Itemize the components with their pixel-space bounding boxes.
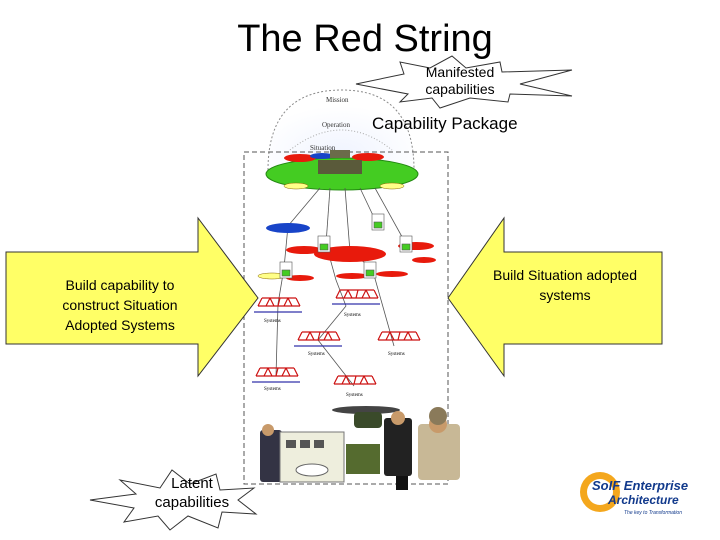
logo-line1: SoIF Enterprise	[592, 478, 688, 493]
dome-label-situation: Situation	[310, 144, 336, 152]
node-red-7	[412, 257, 436, 263]
page-title: The Red String	[237, 18, 493, 60]
system-label-4: Systems	[388, 352, 405, 357]
dome-label-operation: Operation	[322, 121, 350, 129]
manifested-starburst	[355, 55, 573, 109]
node-red-6	[376, 271, 408, 277]
logo-tagline: The key to Transformation	[624, 510, 682, 516]
platform-blue-disc	[310, 153, 334, 159]
soif-logo: SoIF Enterprise Architecture The key to …	[580, 472, 688, 516]
node-red-3	[286, 246, 322, 254]
system-truss-6	[333, 375, 377, 385]
platform-vehicles	[318, 160, 362, 174]
latent-capabilities-label: Latent capabilities	[154, 475, 230, 511]
system-label-6: Systems	[346, 393, 363, 398]
right-arrow-text: Build Situation adopted systems	[493, 267, 637, 303]
system-truss-5	[252, 367, 300, 383]
system-truss-4	[377, 331, 421, 341]
capability-package-box	[243, 151, 449, 485]
system-truss-1	[254, 297, 302, 313]
latent-starburst	[89, 469, 258, 531]
system-truss-2	[332, 289, 380, 305]
system-truss-3	[294, 331, 342, 347]
capability-dome	[267, 89, 415, 171]
platform-vehicle-2	[330, 150, 350, 158]
node-blue-1	[266, 223, 310, 233]
platform-red-disc-left	[284, 154, 316, 162]
system-label-2: Systems	[344, 313, 361, 318]
indicator-icons	[279, 213, 413, 279]
node-red-4	[286, 275, 314, 281]
dome-label-mission: Mission	[326, 96, 349, 104]
system-label-1: Systems	[264, 319, 281, 324]
manifested-capabilities-label: Manifested capabilities	[425, 64, 495, 97]
platform-disc-small-left	[283, 182, 309, 190]
logo-line2: Architecture	[607, 493, 679, 507]
system-label-5: Systems	[264, 387, 281, 392]
platform-disc-small-right	[379, 182, 405, 190]
node-red-1	[314, 246, 386, 262]
left-arrow-text: Build capability to construct Situation …	[62, 277, 178, 333]
node-red-5	[336, 273, 368, 279]
system-label-3: Systems	[308, 352, 325, 357]
capability-package-label: Capability Package	[372, 114, 518, 133]
latent-resources-clipart	[260, 406, 460, 490]
platform-red-disc-right	[352, 153, 384, 161]
